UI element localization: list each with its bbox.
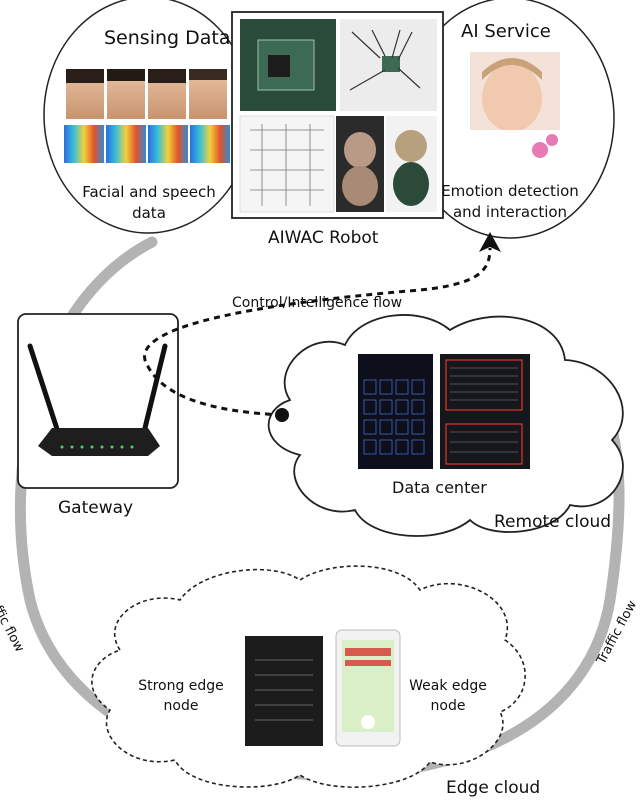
face-image-3: [148, 69, 186, 119]
control-flow-arrowhead: [479, 232, 501, 252]
weak-edge-line-1: Weak edge: [409, 678, 487, 694]
spectrogram-4: [190, 125, 230, 163]
spectrogram-3: [148, 125, 188, 163]
sensing-caption-line-2: data: [132, 204, 166, 222]
sensing-data-caption: Facial and speech data: [74, 182, 224, 224]
control-flow-arrow: [143, 247, 492, 417]
sensing-data-node: [43, 0, 253, 234]
strong-edge-line-2: node: [163, 698, 199, 714]
edge-cloud: [91, 565, 526, 788]
sensing-data-title: Sensing Data: [104, 27, 231, 49]
face-image-1: [66, 69, 104, 119]
strong-edge-line-1: Strong edge: [138, 678, 224, 694]
control-flow-origin: [275, 408, 289, 422]
remote-cloud: [267, 314, 624, 537]
aiwac-robot-box: [231, 11, 444, 219]
weak-edge-line-2: node: [430, 698, 466, 714]
control-flow-label: Control/Intelligence flow: [232, 295, 403, 311]
gateway-box: [17, 313, 179, 489]
strong-edge-label: Strong edge node: [126, 676, 236, 716]
ai-service-caption: Emotion detection and interaction: [434, 181, 586, 223]
edge-cloud-label: Edge cloud: [446, 778, 541, 798]
schematic-photo: [239, 115, 335, 213]
spectrogram-1: [64, 125, 104, 163]
sensing-caption-line-1: Facial and speech: [82, 183, 216, 201]
robot-caption: AIWAC Robot: [268, 228, 379, 248]
face-image-4: [189, 69, 227, 119]
strong-edge-device: [245, 636, 323, 746]
data-center-rack-2: [440, 354, 530, 469]
weak-edge-label: Weak edge node: [398, 676, 498, 716]
spectrogram-2: [106, 125, 146, 163]
ai-service-title: AI Service: [461, 21, 551, 42]
remote-cloud-label: Remote cloud: [494, 512, 612, 532]
ai-service-node: [405, 0, 615, 239]
face-image-2: [107, 69, 145, 119]
data-center-label: Data center: [392, 478, 487, 497]
ai-caption-line-2: and interaction: [452, 203, 568, 221]
gateway-label: Gateway: [58, 498, 134, 518]
ai-caption-line-1: Emotion detection: [441, 182, 579, 200]
